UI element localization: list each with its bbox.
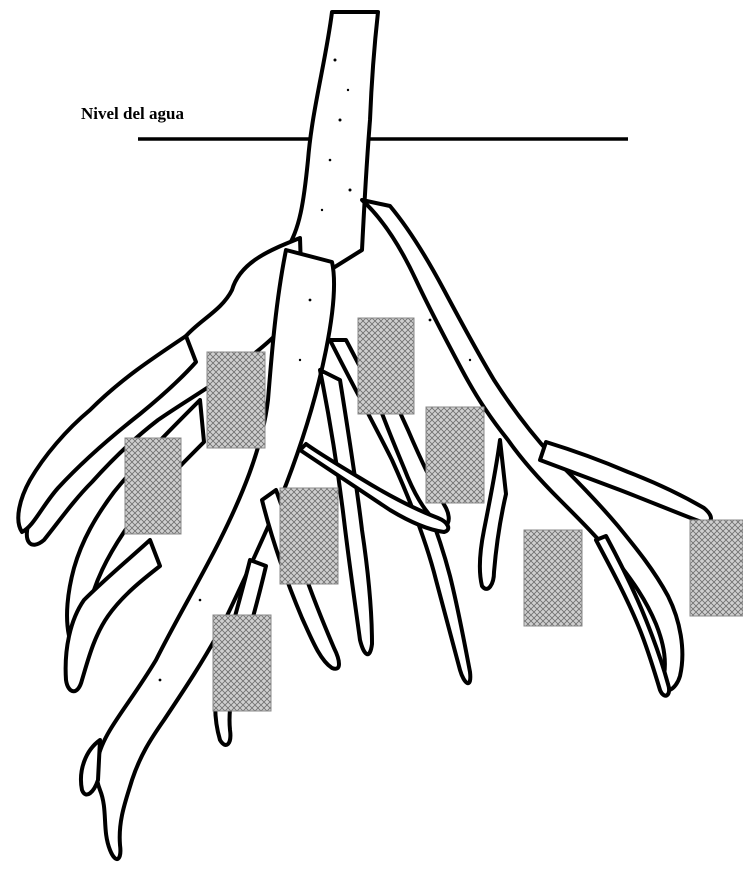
sample-box-6 (524, 530, 582, 626)
sample-box-2 (207, 352, 265, 448)
root-trunk (286, 12, 378, 270)
sample-box-8 (213, 615, 271, 711)
sample-box-1 (358, 318, 414, 414)
sample-box-3 (426, 407, 484, 503)
sample-box-7 (690, 520, 743, 616)
sample-box-4 (125, 438, 181, 534)
root-stub-bottom-left (81, 740, 100, 795)
sample-box-5 (280, 488, 338, 584)
